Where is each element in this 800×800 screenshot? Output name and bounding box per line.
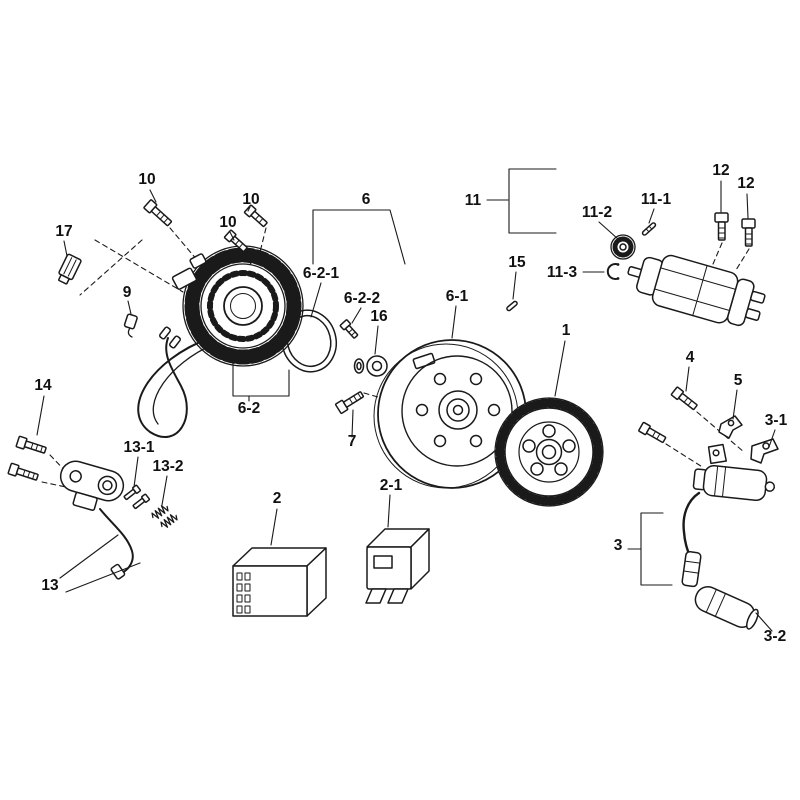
connector-17-drawing bbox=[58, 253, 82, 285]
callout-3-1: 3-1 bbox=[765, 412, 788, 429]
callout-12-2: 12 bbox=[737, 175, 754, 192]
callout-6-2-2: 6-2-2 bbox=[344, 290, 380, 307]
callout-6-1: 6-1 bbox=[446, 288, 469, 305]
callout-7: 7 bbox=[348, 433, 357, 450]
callout-3: 3 bbox=[614, 537, 623, 554]
callout-9: 9 bbox=[123, 284, 132, 301]
relay-bracket-drawing bbox=[365, 528, 430, 604]
pin-11-1-drawing bbox=[641, 222, 657, 236]
washer-grommet-drawing bbox=[353, 355, 388, 377]
bolt-10a-drawing bbox=[143, 199, 173, 227]
stator-assembly-drawing bbox=[137, 245, 304, 438]
callout-10-3: 10 bbox=[242, 191, 259, 208]
circlip-drawing bbox=[606, 263, 620, 280]
callout-12-1: 12 bbox=[712, 162, 729, 179]
callout-17: 17 bbox=[55, 223, 72, 240]
screw-13-1b-drawing bbox=[132, 493, 151, 510]
callout-14: 14 bbox=[34, 377, 52, 394]
screw-13-1a-drawing bbox=[123, 484, 142, 501]
callout-10-1: 10 bbox=[138, 171, 155, 188]
callout-6: 6 bbox=[362, 191, 371, 208]
bolt-12b-drawing bbox=[741, 218, 756, 247]
bolt-12a-drawing bbox=[714, 212, 729, 241]
bolt-14b-drawing bbox=[7, 462, 39, 481]
ignition-coil-drawing bbox=[682, 443, 776, 562]
callout-6-2-1: 6-2-1 bbox=[303, 265, 340, 282]
callout-16: 16 bbox=[370, 308, 388, 325]
cdi-unit-drawing bbox=[232, 547, 327, 617]
callout-leader-lines bbox=[36, 168, 776, 632]
spring-13-2b-drawing bbox=[160, 514, 178, 528]
bolt-10c-drawing bbox=[243, 204, 268, 228]
callout-2-1: 2-1 bbox=[380, 477, 403, 494]
bolt-4b-drawing bbox=[638, 421, 667, 443]
callout-11-3: 11-3 bbox=[547, 264, 578, 281]
callout-3-2: 3-2 bbox=[764, 628, 786, 645]
callout-2: 2 bbox=[273, 490, 282, 507]
callout-13: 13 bbox=[41, 577, 59, 594]
screw-6-2-2-drawing bbox=[339, 319, 359, 339]
callout-11: 11 bbox=[465, 192, 482, 209]
bolt-7-drawing bbox=[334, 391, 364, 414]
callout-13-1: 13-1 bbox=[123, 439, 154, 456]
spark-plug-cap-drawing bbox=[681, 550, 759, 630]
callout-13-2: 13-2 bbox=[152, 458, 183, 475]
spring-13-2a-drawing bbox=[151, 505, 169, 519]
callout-4: 4 bbox=[686, 349, 695, 366]
gasket-ring-drawing bbox=[280, 309, 338, 373]
wire-clamp-drawing bbox=[123, 313, 138, 338]
callout-15: 15 bbox=[508, 254, 526, 271]
callout-11-1: 11-1 bbox=[641, 191, 672, 208]
bolt-4a-drawing bbox=[670, 386, 698, 411]
diagram-artwork: 10 10 10 17 9 6 6-2-1 6-2-2 16 6-2 6-1 1… bbox=[7, 162, 788, 645]
clamp-5-drawing bbox=[718, 415, 743, 439]
callout-11-2: 11-2 bbox=[582, 204, 612, 221]
callout-10-2: 10 bbox=[219, 214, 236, 231]
callout-labels: 10 10 10 17 9 6 6-2-1 6-2-2 16 6-2 6-1 1… bbox=[34, 162, 787, 645]
callout-1: 1 bbox=[562, 322, 571, 339]
bolt-14a-drawing bbox=[15, 435, 47, 454]
pinion-gear-drawing bbox=[610, 234, 636, 260]
pickup-coil-assembly-drawing bbox=[59, 460, 134, 580]
starter-motor-drawing bbox=[627, 254, 766, 327]
ring-gear-drawing bbox=[494, 397, 604, 507]
callout-5: 5 bbox=[734, 372, 743, 389]
coil-bracket-drawing bbox=[750, 438, 779, 464]
dowel-pin-15-drawing bbox=[506, 300, 518, 312]
callout-6-2: 6-2 bbox=[238, 400, 260, 417]
